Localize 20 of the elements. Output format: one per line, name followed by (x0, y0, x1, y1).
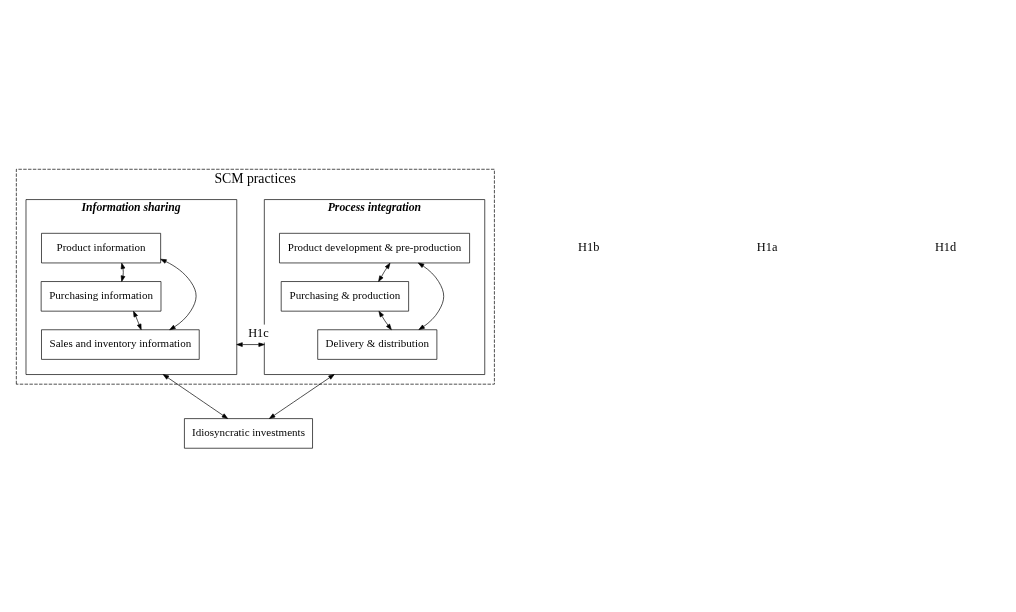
arrow (269, 374, 335, 419)
node-box: Purchasing information (40, 281, 162, 312)
arrow (160, 258, 197, 331)
arrow (417, 262, 445, 330)
label: H1d (934, 240, 957, 255)
node-box: Sales and inventory information (41, 329, 200, 360)
arrow (378, 310, 392, 330)
node-box: Delivery & distribution (317, 329, 438, 360)
arrow (236, 342, 265, 347)
arrow (162, 374, 228, 419)
label: H1b (578, 240, 600, 255)
node-box: Product information (41, 233, 161, 264)
node-box: Product development & pre-production (279, 233, 470, 264)
label: H1a (756, 240, 778, 255)
edge-label: H1c (248, 325, 269, 340)
arrow (378, 262, 391, 282)
arrow (120, 262, 126, 282)
node-box: Idiosyncratic investments (184, 418, 313, 449)
arrow (133, 310, 142, 331)
node-box: Purchasing & production (280, 281, 409, 312)
